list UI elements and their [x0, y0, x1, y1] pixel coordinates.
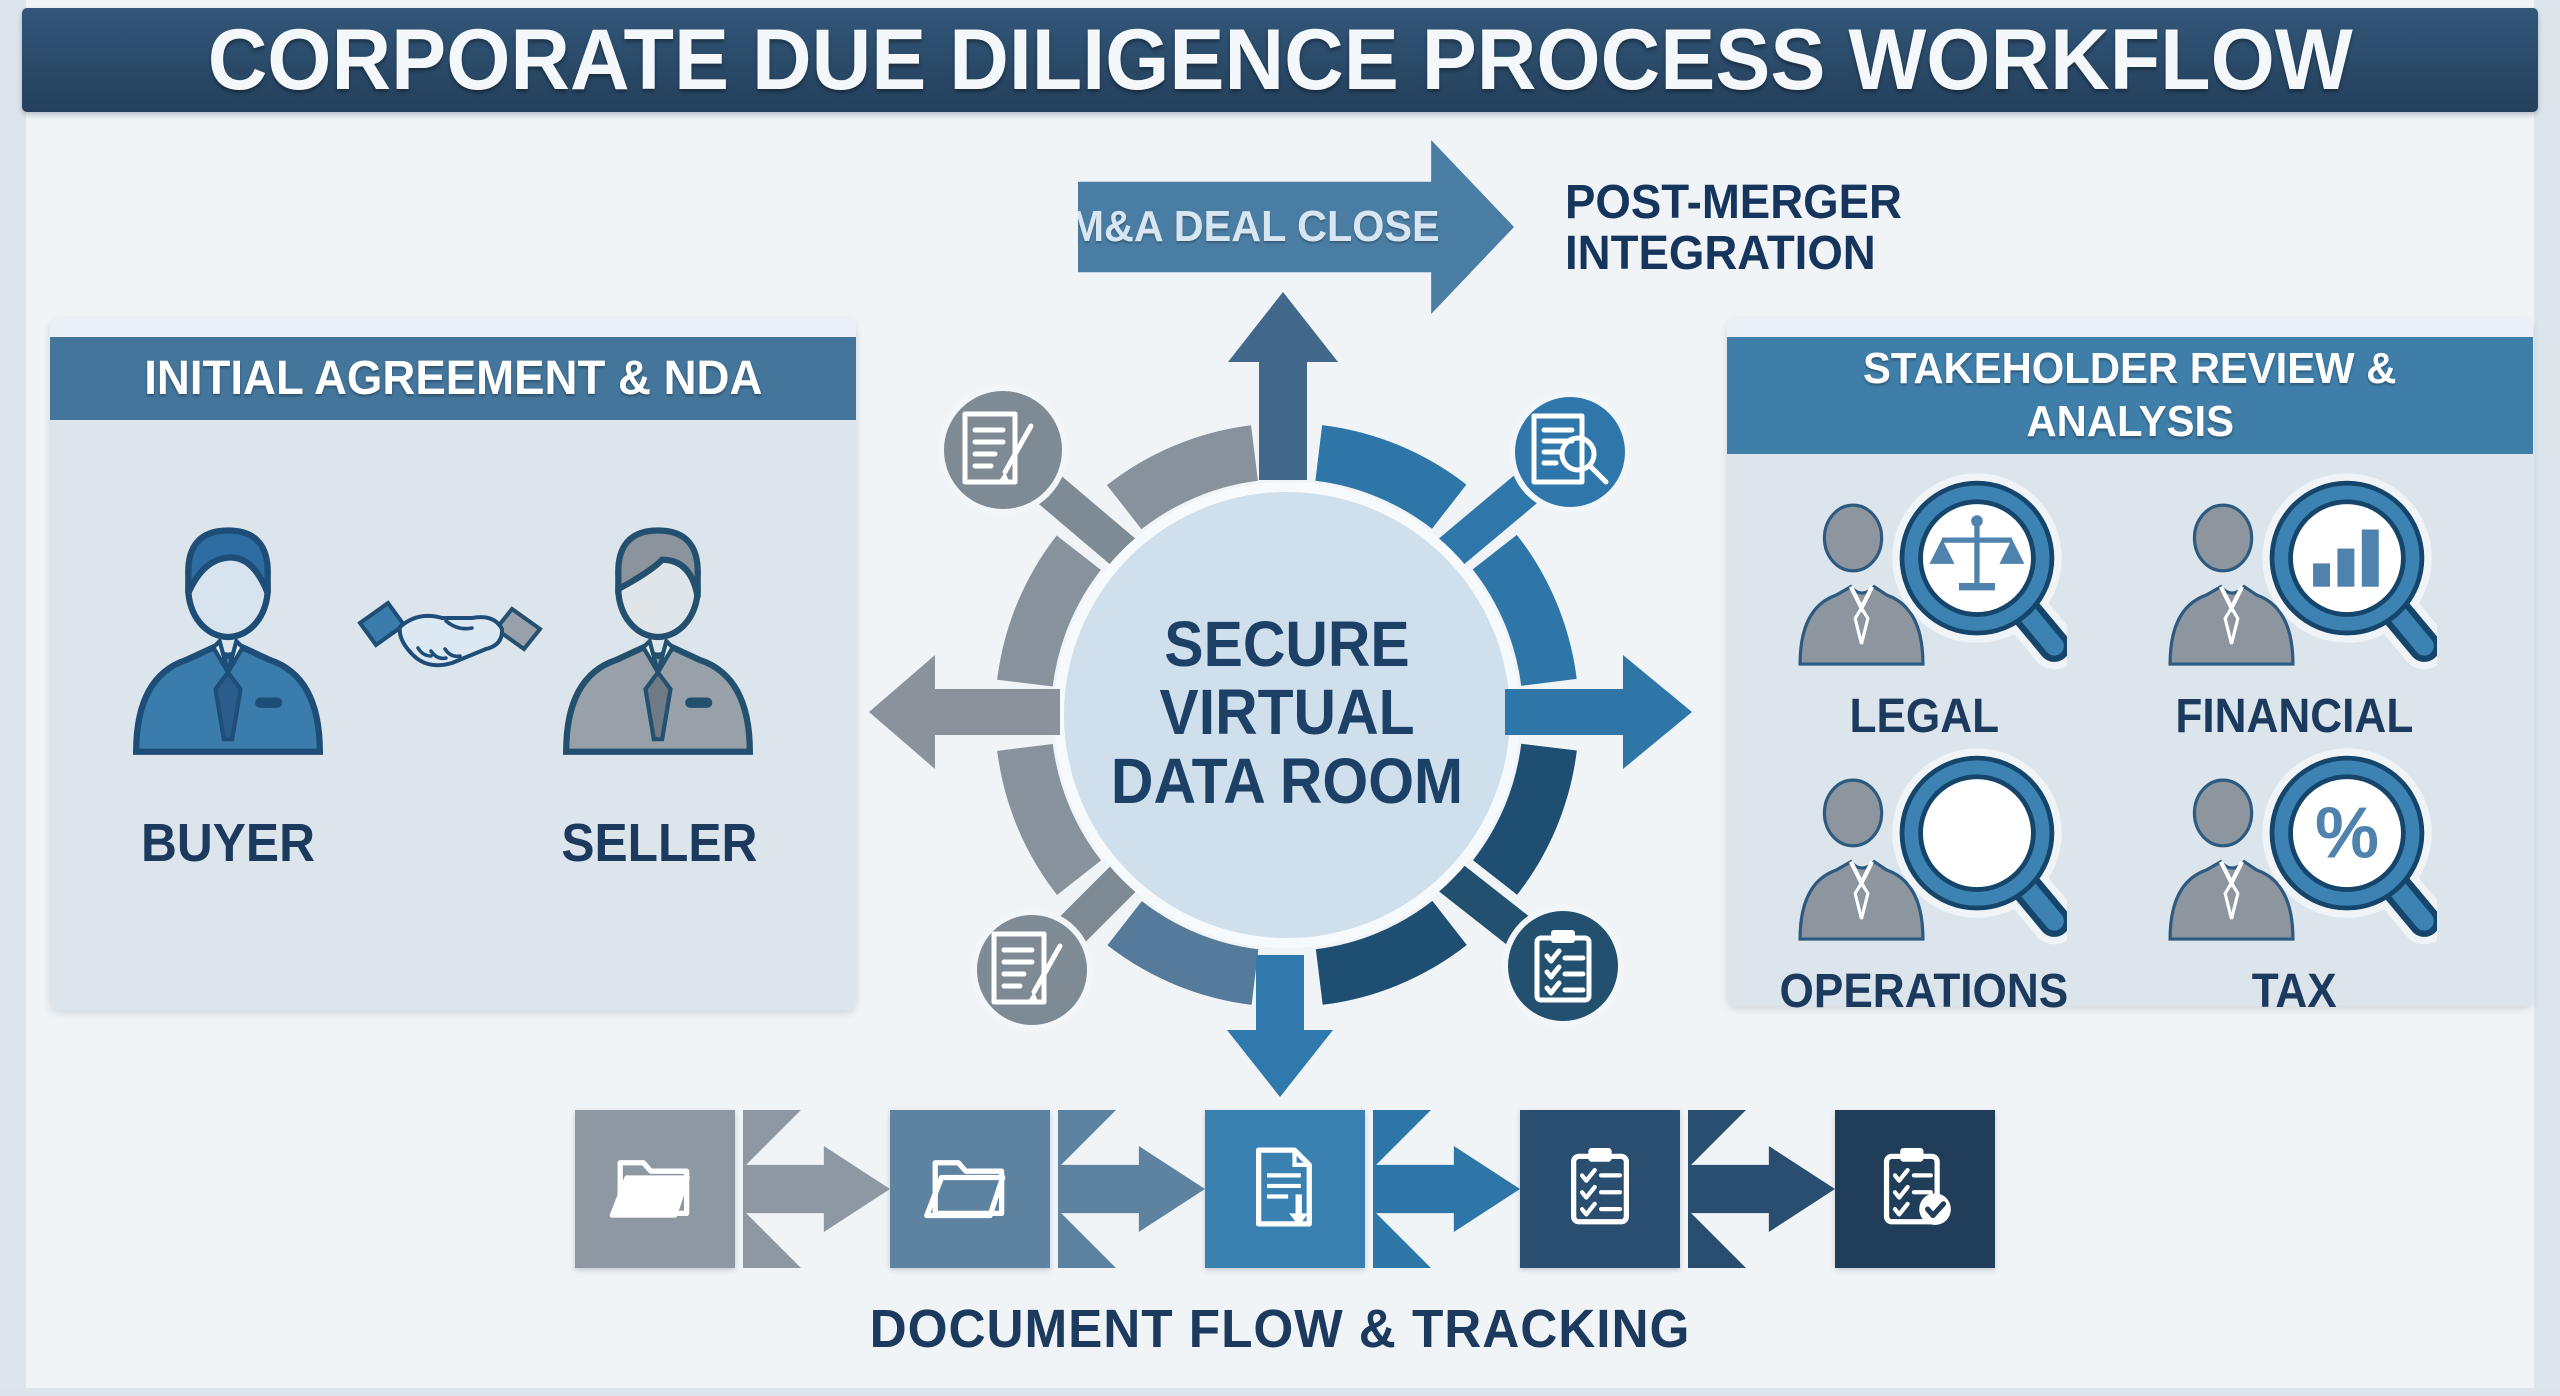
flow-arrow-3 — [1365, 1110, 1520, 1268]
page-title: CORPORATE DUE DILIGENCE PROCESS WORKFLOW — [207, 11, 2353, 108]
buyer-person-icon — [123, 518, 333, 758]
percent-magnifier-icon: % — [2151, 743, 2448, 960]
financial-label: FINANCIAL — [2175, 690, 2413, 743]
stakeholder-header: STAKEHOLDER REVIEW & ANALYSIS — [1727, 337, 2533, 454]
right-edge-band — [2534, 0, 2560, 1396]
document-flow-caption: DOCUMENT FLOW & TRACKING — [869, 1299, 1691, 1359]
node-bottom-right — [1502, 905, 1624, 1027]
bottom-edge-band — [0, 1388, 2560, 1396]
document-magnifier-icon — [1531, 413, 1609, 485]
post-merger-label: POST-MERGER INTEGRATION — [1565, 176, 1902, 280]
title-bar: CORPORATE DUE DILIGENCE PROCESS WORKFLOW — [22, 8, 2538, 112]
folder-open-outline-icon — [912, 1129, 1028, 1250]
stakeholder-panel: STAKEHOLDER REVIEW & ANALYSIS — [1727, 318, 2533, 1018]
step-document-upload — [1205, 1110, 1365, 1268]
deal-close-label: M&A DEAL CLOSE — [1069, 201, 1440, 251]
step-folder — [575, 1110, 735, 1268]
arrow-down — [1227, 955, 1333, 1097]
seller-person-icon — [553, 518, 763, 758]
checklist-approved-icon — [1857, 1129, 1973, 1250]
secure-data-room-label: SECURE VIRTUAL DATA ROOM — [1110, 608, 1464, 817]
tax-label: TAX — [2251, 965, 2337, 1018]
initial-agreement-panel: INITIAL AGREEMENT & NDA — [50, 318, 856, 1010]
document-download-icon — [1227, 1129, 1343, 1250]
flow-arrow-4 — [1680, 1110, 1835, 1268]
node-top-left — [938, 385, 1068, 515]
step-complete — [1835, 1110, 1995, 1268]
document-pencil-icon — [991, 931, 1063, 1005]
node-bottom-left — [971, 909, 1093, 1031]
checklist-icon — [1534, 930, 1592, 1003]
folder-open-icon — [597, 1129, 713, 1250]
checklist-icon — [1542, 1129, 1658, 1250]
operations-label: OPERATIONS — [1779, 965, 2069, 1018]
arrow-up — [1228, 292, 1338, 480]
arrow-left — [869, 655, 1060, 769]
stakeholder-operations: OPERATIONS — [1759, 743, 2089, 1019]
svg-text:%: % — [2315, 793, 2379, 873]
arrow-right — [1505, 655, 1692, 769]
stakeholder-legal: LEGAL — [1759, 468, 2089, 744]
stakeholder-financial: FINANCIAL — [2129, 468, 2459, 744]
legal-label: LEGAL — [1849, 690, 1999, 743]
document-pencil-icon — [962, 411, 1034, 485]
node-top-right — [1509, 391, 1631, 513]
seller-label: SELLER — [561, 813, 758, 873]
flow-arrow-1 — [735, 1110, 890, 1268]
step-folder-review — [890, 1110, 1050, 1268]
step-checklist — [1520, 1110, 1680, 1268]
initial-agreement-header: INITIAL AGREEMENT & NDA — [50, 337, 856, 420]
buyer-label: BUYER — [141, 813, 315, 873]
stakeholder-tax: % TAX — [2129, 743, 2459, 1019]
magnifier-icon — [1781, 743, 2078, 960]
flow-arrow-2 — [1050, 1110, 1205, 1268]
bar-chart-magnifier-icon — [2151, 468, 2448, 685]
handshake-icon — [350, 580, 550, 700]
secure-data-room-hub — [869, 292, 1692, 1097]
left-edge-band — [0, 0, 26, 1396]
scales-magnifier-icon — [1781, 468, 2078, 685]
